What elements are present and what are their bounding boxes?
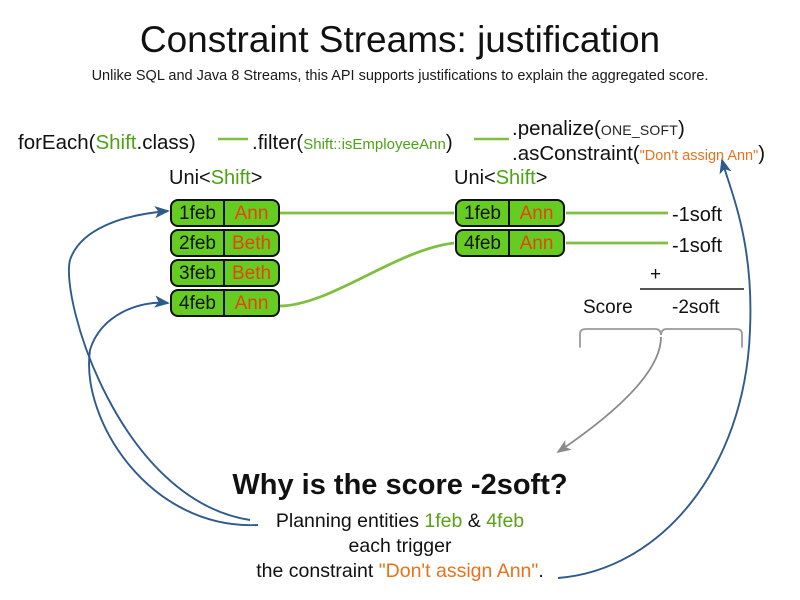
shift-employee: Ann <box>234 202 269 224</box>
explanation-entity-b: 4feb <box>486 510 525 532</box>
explanation-line-3: the constraint "Don't assign Ann". <box>0 559 800 584</box>
code-filter-arg: Shift::isEmployeeAnn <box>303 136 446 153</box>
sum-rule <box>640 288 744 290</box>
shift-date: 1feb <box>457 201 510 225</box>
code-foreach-suffix: .class) <box>136 131 196 154</box>
shift-row[interactable]: 1feb Ann <box>455 199 565 227</box>
stream-left: 1feb Ann 2feb Beth 3feb Beth 4feb Ann <box>170 199 280 319</box>
code-filter-prefix: .filter( <box>252 131 304 154</box>
uni-left-suffix: > <box>250 167 263 189</box>
uni-right-suffix: > <box>535 167 548 189</box>
shift-employee: Ann <box>519 202 554 224</box>
shift-employee: Ann <box>234 292 269 314</box>
shift-date: 3feb <box>172 261 225 285</box>
explanation-line-1: Planning entities 1feb & 4feb <box>0 509 800 534</box>
shift-row[interactable]: 1feb Ann <box>170 199 280 227</box>
shift-employee: Beth <box>231 262 272 284</box>
explanation-line3-prefix: the constraint <box>256 560 379 582</box>
penalty-value-1: -1soft <box>672 204 723 226</box>
code-as-constraint-prefix: .asConstraint( <box>512 142 640 165</box>
shift-employee: Ann <box>519 232 554 254</box>
code-foreach-type: Shift <box>95 131 137 154</box>
code-penalize-prefix: .penalize( <box>512 117 601 140</box>
explanation-line3-suffix: . <box>538 560 544 582</box>
stream-label-left: Uni<Shift> <box>169 166 262 190</box>
explanation-constraint-name: "Don't assign Ann" <box>378 560 539 582</box>
stream-right: 1feb Ann 4feb Ann <box>455 199 565 259</box>
uni-right-type: Shift <box>495 167 536 189</box>
explanation-line1-prefix: Planning entities <box>275 510 425 532</box>
code-as-constraint-suffix: ) <box>758 142 766 165</box>
stream-label-right: Uni<Shift> <box>454 166 547 190</box>
code-penalize-arg: ONE_SOFT <box>600 122 678 138</box>
code-as-constraint: .asConstraint("Don't assign Ann") <box>512 141 765 169</box>
code-penalize: .penalize(ONE_SOFT) <box>512 116 685 143</box>
shift-date: 1feb <box>172 201 225 225</box>
sum-operator: + <box>650 264 662 285</box>
shift-date: 4feb <box>457 231 510 255</box>
code-filter-suffix: ) <box>445 131 453 154</box>
explanation-entity-a: 1feb <box>424 510 463 532</box>
code-filter: .filter(Shift::isEmployeeAnn) <box>252 130 453 157</box>
explanation-amp: & <box>462 510 487 532</box>
score-brace <box>579 328 743 348</box>
explanation-line-2: each trigger <box>348 535 452 557</box>
shift-date: 2feb <box>172 231 225 255</box>
code-foreach: forEach(Shift.class) <box>18 130 196 155</box>
uni-left-type: Shift <box>210 167 251 189</box>
shift-row[interactable]: 3feb Beth <box>170 259 280 287</box>
shift-employee: Beth <box>231 232 272 254</box>
shift-row[interactable]: 2feb Beth <box>170 229 280 257</box>
score-total: -2soft <box>672 297 720 318</box>
penalty-value-2: -1soft <box>672 235 723 257</box>
uni-left-prefix: Uni< <box>169 167 211 189</box>
code-foreach-prefix: forEach( <box>18 131 96 154</box>
score-explanation-arrow <box>556 336 662 454</box>
page-title: Constraint Streams: justification <box>139 19 661 60</box>
page-subtitle: Unlike SQL and Java 8 Streams, this API … <box>91 68 709 84</box>
connector-4feb <box>278 241 455 308</box>
shift-row[interactable]: 4feb Ann <box>455 229 565 257</box>
code-as-constraint-arg: "Don't assign Ann" <box>639 148 759 164</box>
uni-right-prefix: Uni< <box>454 167 496 189</box>
shift-row[interactable]: 4feb Ann <box>170 289 280 317</box>
shift-date: 4feb <box>172 291 225 315</box>
explanation-heading: Why is the score -2soft? <box>232 469 568 501</box>
score-label: Score <box>583 297 633 318</box>
code-penalize-suffix: ) <box>677 117 685 140</box>
